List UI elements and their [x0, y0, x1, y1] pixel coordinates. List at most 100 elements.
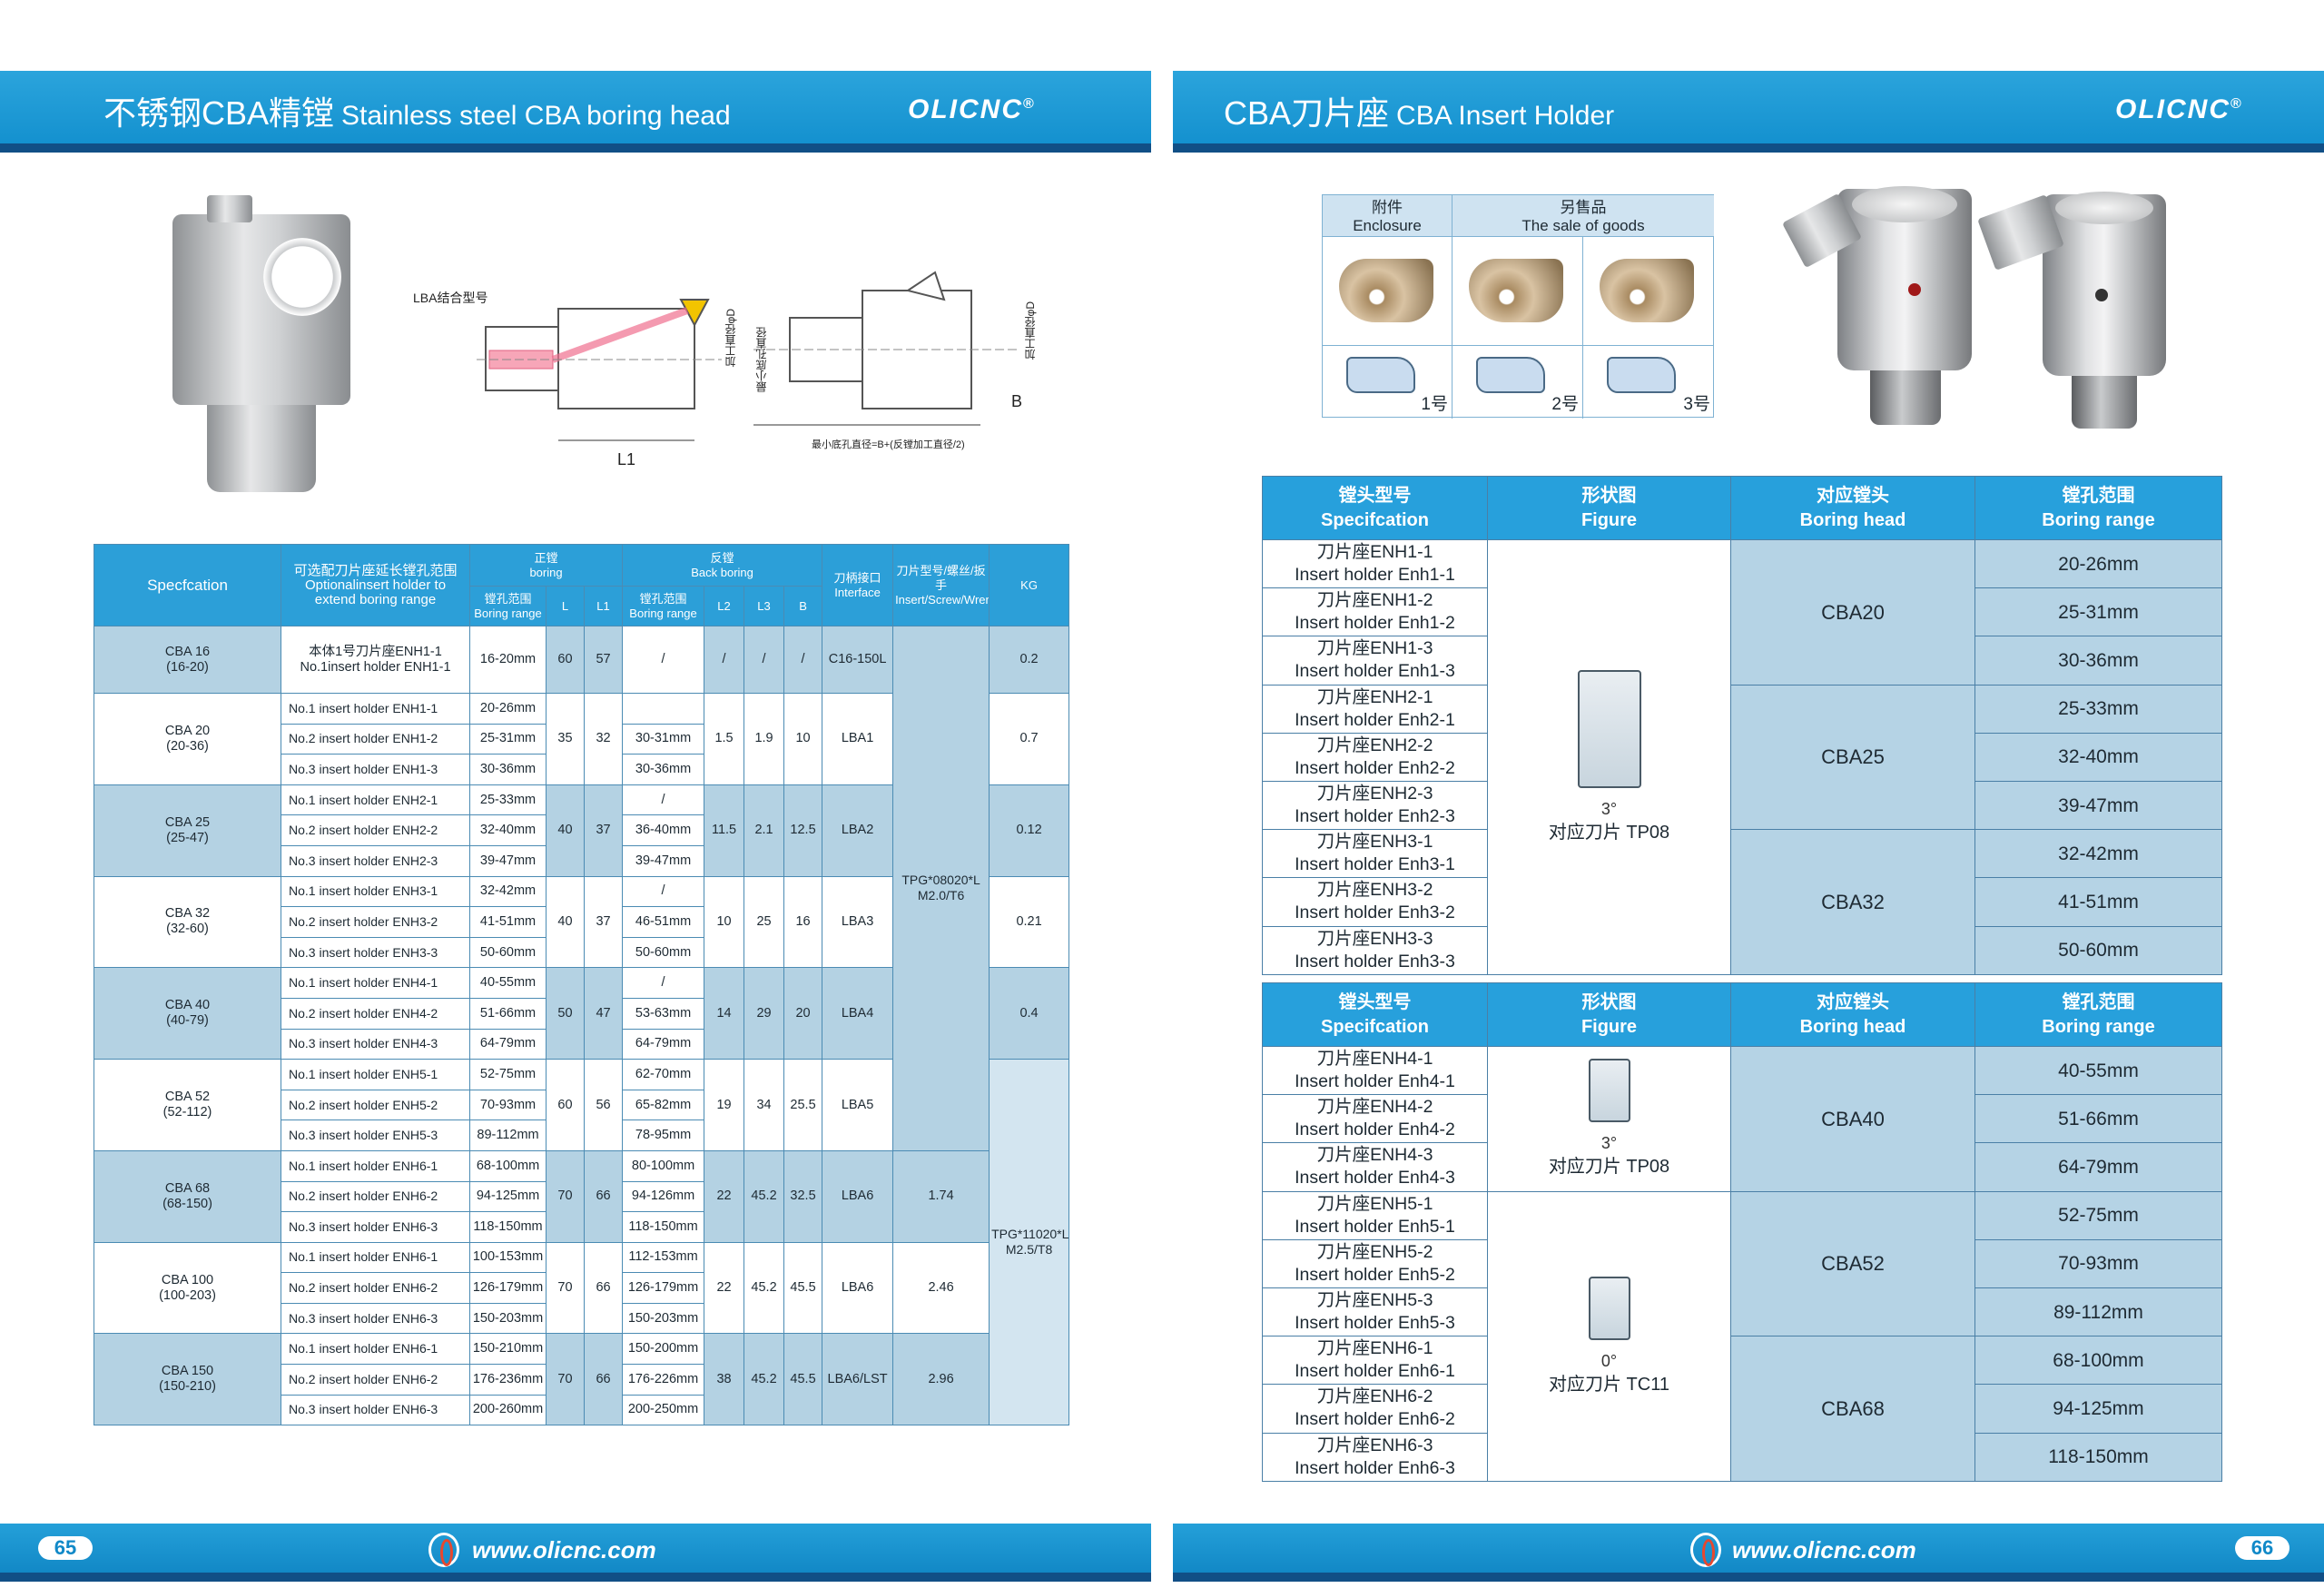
- holder-figure-insert: 对应刀片 TP08: [1548, 822, 1670, 843]
- spec-range: (32-60): [166, 922, 209, 937]
- holder-spec-en: Insert holder Enh4-3: [1295, 1168, 1455, 1189]
- shim-3-image: [1607, 357, 1676, 393]
- b-cell: 20: [783, 967, 823, 1060]
- kg-cell: 0.12: [989, 784, 1070, 877]
- th-insert-cn: 刀片型号/螺丝/扳手: [896, 563, 986, 592]
- boring-range-cell: 52-75mm: [469, 1059, 547, 1090]
- holder-spec-en: Insert holder Enh3-3: [1295, 951, 1455, 972]
- back-range-cell: 64-79mm: [622, 1028, 705, 1060]
- th-boring-en: boring: [529, 565, 563, 579]
- th-l: L: [546, 586, 585, 626]
- optional-holder-cell: No.2 insert holder ENH5-2: [281, 1089, 470, 1121]
- boring-range-cell: 89-112mm: [469, 1119, 547, 1151]
- left-website-link[interactable]: www.olicnc.com: [472, 1536, 656, 1563]
- left-header-stripe: [0, 143, 1151, 153]
- holder-spec-cn: 刀片座ENH2-1: [1316, 686, 1433, 707]
- b-cell: 10: [783, 693, 823, 785]
- t1-th-spec-en: Specifcation: [1321, 509, 1429, 530]
- holder-spec-cn: 刀片座ENH3-1: [1316, 832, 1433, 853]
- back-view-schematic: [753, 263, 1017, 436]
- boring-range-cell: 50-60mm: [469, 936, 547, 969]
- interface-cell: LBA6: [822, 1149, 894, 1243]
- left-footer-band: [0, 1524, 1151, 1573]
- boring-range-cell: 118-150mm: [1974, 1432, 2222, 1482]
- l-cell: 35: [546, 693, 585, 785]
- th-l2: L2: [704, 586, 745, 626]
- back-range-cell: 30-36mm: [622, 754, 705, 785]
- kg-cell: 1.74: [892, 1149, 990, 1243]
- holder-figure-cell: 3° 对应刀片 TP08: [1487, 539, 1731, 975]
- boring-range-cell: 16-20mm: [469, 626, 547, 694]
- l3-cell: 45.2: [743, 1241, 785, 1335]
- boring-range-cell: 32-42mm: [1974, 829, 2222, 879]
- holder-spec-cn: 刀片座ENH3-3: [1316, 928, 1433, 949]
- t2-th-fig-en: Figure: [1581, 1016, 1638, 1037]
- interface-cell: C16-150L: [822, 626, 894, 694]
- l3-cell: 25: [743, 875, 785, 969]
- left-header-band: [0, 71, 1151, 143]
- holder-figure-cell: 0°对应刀片 TC11: [1487, 1190, 1731, 1482]
- boring-range-cell: 126-179mm: [469, 1272, 547, 1304]
- spec-name-cell: CBA 100(100-203): [94, 1241, 281, 1335]
- t1-th-spec-cn: 镗头型号: [1338, 485, 1412, 506]
- boring-range-cell: 25-31mm: [1974, 587, 2222, 637]
- back-range-cell: 78-95mm: [622, 1119, 705, 1151]
- spec-name: CBA 100: [161, 1272, 214, 1287]
- boring-range-cell: 68-100mm: [469, 1149, 547, 1182]
- t2-th-fig-cn: 形状图: [1581, 991, 1637, 1012]
- holder-figure-insert: 对应刀片 TC11: [1549, 1374, 1669, 1395]
- spec-name-cell: CBA 16(16-20): [94, 626, 281, 694]
- right-website-link[interactable]: www.olicnc.com: [1732, 1536, 1916, 1563]
- optional-holder-cell: No.3 insert holder ENH2-3: [281, 844, 470, 877]
- holder-spec-en: Insert holder Enh1-1: [1295, 565, 1455, 586]
- right-footer-band: [1173, 1524, 2324, 1573]
- l2-cell: 10: [704, 875, 745, 969]
- l1-cell: 56: [583, 1059, 624, 1151]
- t2-th-rng-cn: 镗孔范围: [2062, 991, 2135, 1012]
- spec-name: CBA 40: [164, 998, 211, 1013]
- l2-cell: 14: [704, 967, 745, 1060]
- boring-range-cell: 176-236mm: [469, 1364, 547, 1396]
- back-range-cell: 30-31mm: [622, 723, 705, 755]
- holder-spec-cn: 刀片座ENH1-3: [1316, 638, 1433, 659]
- boring-head-cell: CBA25: [1730, 684, 1975, 831]
- holder-spec-en: Insert holder Enh5-1: [1295, 1216, 1455, 1237]
- kg-cell: 0.2: [989, 626, 1070, 694]
- holder-figure-angle: 3°: [1600, 799, 1618, 818]
- holder-photo-2: [2043, 194, 2166, 376]
- holder-spec-cn: 刀片座ENH3-2: [1316, 880, 1433, 901]
- holder-spec-en: Insert holder Enh5-2: [1295, 1264, 1455, 1285]
- right-logo: OLICNC®: [2115, 94, 2243, 125]
- back-range-cell: 65-82mm: [622, 1089, 705, 1121]
- th-range-en: Boring range: [474, 606, 542, 620]
- l-cell: 40: [546, 784, 585, 877]
- spec-range: (20-36): [166, 738, 209, 754]
- optional-holder-cell: No.2 insert holder ENH6-2: [281, 1364, 470, 1396]
- kg-cell: 0.21: [989, 875, 1070, 969]
- back-range-cell: 36-40mm: [622, 814, 705, 846]
- optional-holder-cell: No.2 insert holder ENH1-2: [281, 723, 470, 755]
- spec-name-cell: CBA 40(40-79): [94, 967, 281, 1060]
- t1-th-rng-en: Boring range: [2042, 509, 2155, 530]
- enclosure-en: Enclosure: [1353, 217, 1422, 234]
- l3-cell: 29: [743, 967, 785, 1060]
- back-range-cell: 62-70mm: [622, 1059, 705, 1090]
- holder-screw-1: [1908, 283, 1921, 296]
- th-l3: L3: [743, 586, 785, 626]
